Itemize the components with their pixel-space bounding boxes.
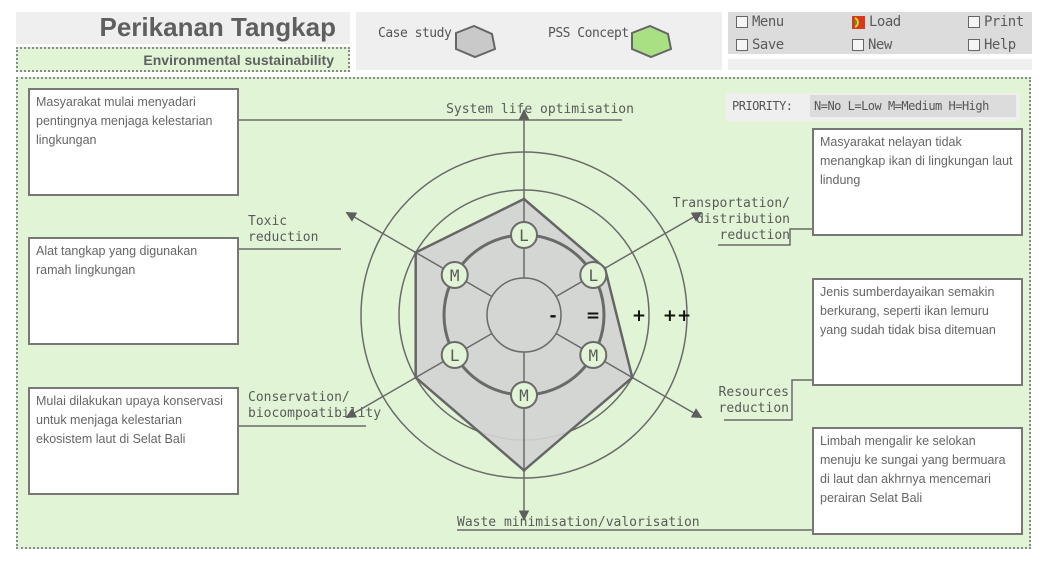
save-button[interactable]: Save <box>736 36 784 54</box>
scale-label-minus: - <box>549 306 556 326</box>
legend-pss-concept-label: PSS Concept <box>548 26 629 41</box>
menu-label: Menu <box>752 14 784 30</box>
new-label: New <box>868 37 892 53</box>
priority-marker-label: L <box>588 266 598 285</box>
priority-marker-toxic[interactable]: M <box>440 261 469 289</box>
menu-panel: Menu Load Print Save New Help <box>728 12 1032 54</box>
connector-transportation <box>718 228 812 246</box>
checkbox-icon <box>968 16 980 28</box>
scale-label-equal: = <box>586 306 600 326</box>
case-study-point-toxic <box>414 251 418 254</box>
priority-label: PRIORITY: <box>732 99 793 113</box>
case-study-point-resources <box>630 376 634 379</box>
priority-marker-label: L <box>519 226 529 245</box>
checkbox-icon <box>852 39 864 51</box>
priority-marker-circle <box>440 261 469 289</box>
page-title: Perikanan Tangkap <box>99 12 337 42</box>
axis-arrow-toxic <box>345 211 493 298</box>
priority-marker-label: L <box>450 346 460 365</box>
priority-marker-label: M <box>588 346 598 365</box>
connector-resources <box>724 379 812 421</box>
load-icon <box>852 15 865 29</box>
case-study-point-system-life <box>522 197 526 201</box>
priority-marker-label: M <box>519 386 529 405</box>
priority-marker-label: M <box>450 266 460 285</box>
legend-case-study-label: Case study <box>378 26 452 41</box>
checkbox-icon <box>736 39 748 51</box>
axis-arrow-resources <box>555 332 703 419</box>
priority-marker-resources[interactable]: M <box>579 341 608 369</box>
case-study-hexagon-icon <box>455 25 496 59</box>
load-button[interactable]: Load <box>852 13 901 31</box>
note-transportation[interactable]: Masyarakat nelayan tidak menangkap ikan … <box>812 128 1023 236</box>
priority-legend: PRIORITY: N=No L=Low M=Medium H=High <box>726 93 1020 121</box>
priority-marker-circle <box>510 381 538 409</box>
save-label: Save <box>752 37 784 53</box>
axis-arrow-conservation <box>345 332 493 419</box>
axis-label-system-life: System life optimisation <box>446 102 634 117</box>
axis-label-conservation: Conservation/biocompoatibility <box>248 390 381 421</box>
priority-values: N=No L=Low M=Medium H=High <box>810 95 1016 117</box>
priority-marker-waste[interactable]: M <box>510 381 538 409</box>
case-study-point-waste <box>522 468 526 472</box>
menu-button[interactable]: Menu <box>736 13 784 31</box>
priority-marker-transportation[interactable]: L <box>579 261 608 289</box>
help-label: Help <box>984 37 1016 53</box>
legend-panel: Case study PSS Concept <box>356 12 722 70</box>
scale-label-plus: + <box>632 306 646 326</box>
print-button[interactable]: Print <box>968 13 1024 31</box>
pss-concept-hexagon-icon <box>631 25 672 59</box>
priority-marker-circle <box>510 221 538 249</box>
priority-marker-conservation[interactable]: L <box>440 341 469 369</box>
note-toxic[interactable]: Alat tangkap yang digunakan ramah lingku… <box>28 237 239 345</box>
title-panel: Perikanan Tangkap <box>16 12 350 44</box>
new-button[interactable]: New <box>852 36 892 54</box>
print-label: Print <box>984 14 1024 30</box>
note-waste[interactable]: Limbah mengalir ke selokan menuju ke sun… <box>812 427 1023 535</box>
note-system-life[interactable]: Masyarakat mulai menyadari pentingnya me… <box>28 88 239 196</box>
checkbox-icon <box>968 39 980 51</box>
load-label: Load <box>869 14 901 30</box>
priority-marker-circle <box>579 341 608 369</box>
help-button[interactable]: Help <box>968 36 1016 54</box>
checkbox-icon <box>736 16 748 28</box>
note-resources[interactable]: Jenis sumberdayaikan semakin berkurang, … <box>812 278 1023 386</box>
subtitle-panel: Environmental sustainability <box>16 47 350 72</box>
scale-label-double-plus: ++ <box>663 306 692 326</box>
axis-arrow-transportation <box>555 211 703 298</box>
priority-marker-circle <box>440 341 469 369</box>
menu-strip <box>728 59 1032 70</box>
case-study-point-conservation <box>414 376 418 379</box>
note-conservation[interactable]: Mulai dilakukan upaya konservasi untuk m… <box>28 387 239 495</box>
priority-marker-circle <box>579 261 608 289</box>
axis-label-waste: Waste minimisation/valorisation <box>457 515 700 530</box>
note-connectors <box>239 119 812 531</box>
priority-marker-system-life[interactable]: L <box>510 221 538 249</box>
page-subtitle: Environmental sustainability <box>143 52 334 68</box>
